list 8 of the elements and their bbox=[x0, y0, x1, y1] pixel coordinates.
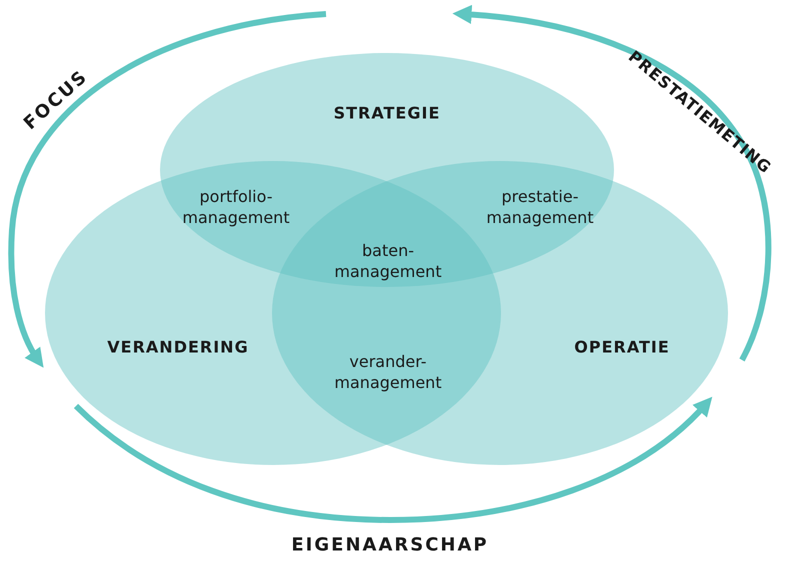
circle-title: STRATEGIE bbox=[334, 104, 440, 122]
overlap-label: prestatie- management bbox=[485, 186, 595, 228]
cycle-label: EIGENAARSCHAP bbox=[291, 534, 489, 556]
circle-title: OPERATIE bbox=[574, 338, 670, 356]
overlap-label: portfolio- management bbox=[181, 186, 291, 228]
circle-title: VERANDERING bbox=[107, 338, 249, 356]
overlap-label: baten- management bbox=[333, 240, 443, 282]
overlap-label: verander- management bbox=[333, 351, 443, 393]
